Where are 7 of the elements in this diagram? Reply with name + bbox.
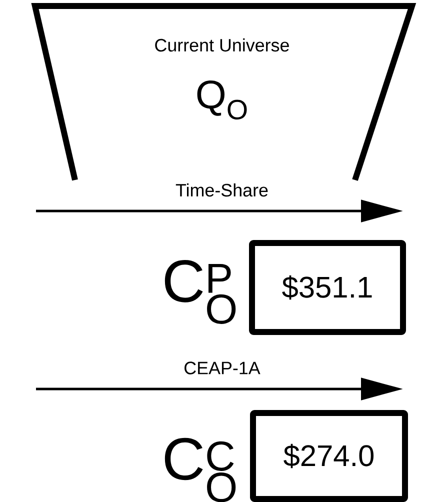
arrow-label: CEAP-1A: [184, 362, 260, 374]
value-box: $274.0: [250, 410, 408, 502]
trapezoid: Current Universe $\mathrm{Q}_{\mathrm{O}}$: [31, 3, 416, 181]
arrow-label: Time-Share: [176, 183, 268, 197]
value-box: $351.1: [249, 240, 406, 335]
symbol: $\mathrm{C}_{\mathrm{O}}^{\mathrm{P}}$: [164, 260, 236, 324]
symbol: $\mathrm{C}_{\mathrm{O}}^{\mathrm{C}}$: [164, 438, 236, 502]
